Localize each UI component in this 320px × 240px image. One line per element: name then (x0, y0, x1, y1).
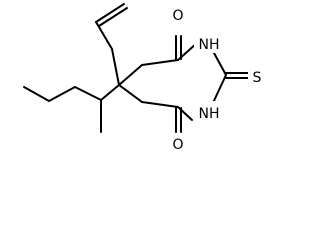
label-bg (168, 133, 188, 153)
oxygen-label-bottom: O (172, 137, 183, 153)
bond (211, 74, 227, 106)
bond (213, 52, 227, 76)
nh-label-bottom: NH (199, 106, 220, 122)
label-bg (248, 66, 266, 86)
oxygen-label-top: O (172, 8, 183, 24)
label-bg (194, 101, 224, 121)
bond (111, 48, 120, 86)
label-bg (194, 33, 224, 53)
label-bg (168, 4, 188, 24)
bond (95, 3, 125, 23)
atom-labels: O NH S NH O (168, 4, 266, 153)
bond (118, 64, 143, 86)
molecule-structure: O NH S NH O (23, 3, 266, 153)
bond (118, 84, 143, 103)
sulfur-label: S (253, 70, 262, 86)
bond (100, 84, 120, 101)
bond (141, 101, 179, 108)
nh-label-top: NH (199, 37, 220, 53)
bond (74, 86, 102, 101)
bond (23, 86, 50, 102)
bond (98, 7, 128, 27)
bond (48, 86, 76, 102)
bond (141, 59, 179, 66)
bond-skeleton (23, 3, 250, 133)
